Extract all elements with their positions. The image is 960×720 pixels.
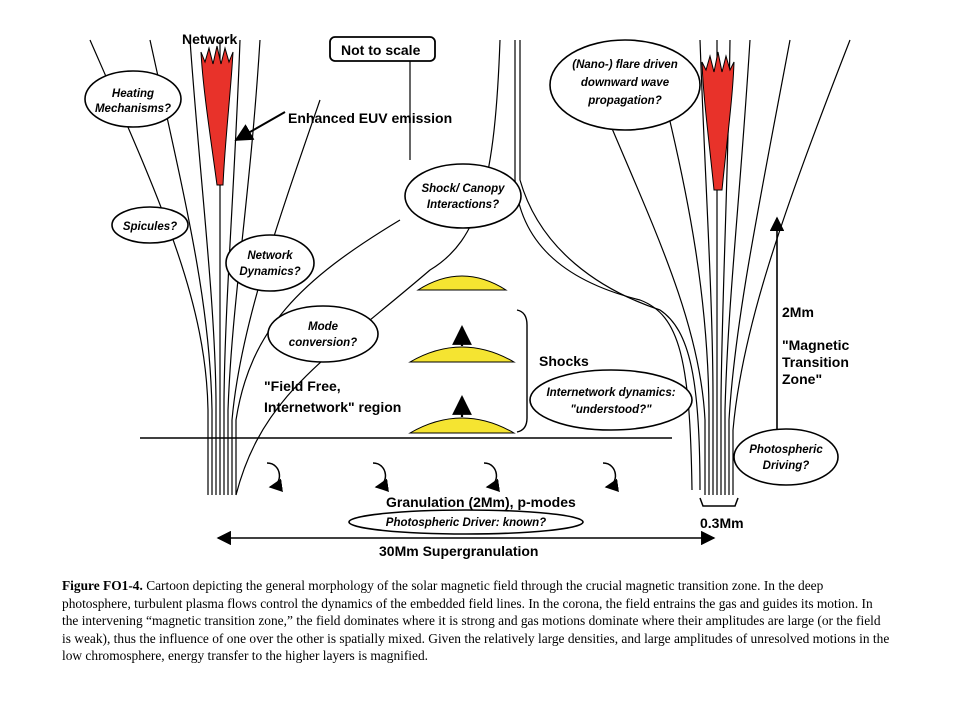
svg-text:Mechanisms?: Mechanisms?	[95, 103, 171, 115]
caption-text: Cartoon depicting the general morphology…	[62, 578, 890, 664]
scale-bracket	[699, 497, 739, 507]
granulation-label: Granulation (2Mm), p-modes	[386, 494, 576, 510]
euv-pointer-arrow	[234, 111, 286, 141]
svg-text:conversion?: conversion?	[289, 337, 357, 349]
circulation-arrow-icon	[372, 462, 389, 492]
circulation-arrow-icon	[602, 462, 619, 492]
enhanced-euv-label: Enhanced EUV emission	[288, 110, 452, 126]
shock-fronts	[408, 275, 516, 434]
shock-front-bottom	[408, 417, 516, 434]
svg-text:Photospheric Driver: known?: Photospheric Driver: known?	[386, 517, 546, 529]
circulation-arrows	[266, 462, 619, 492]
circulation-arrow-icon	[266, 462, 283, 492]
svg-text:(Nano-) flare driven: (Nano-) flare driven	[572, 59, 677, 71]
svg-text:Dynamics?: Dynamics?	[239, 266, 300, 278]
svg-text:Photospheric: Photospheric	[749, 444, 823, 456]
oval-mode-conversion: Mode conversion?	[267, 305, 379, 363]
oval-photospheric-driver: Photospheric Driver: known?	[348, 509, 584, 535]
mtz-label-line3: Zone"	[782, 371, 822, 387]
oval-shock-canopy: Shock/ Canopy Interactions?	[404, 163, 522, 229]
svg-text:Driving?: Driving?	[763, 460, 810, 472]
caption-figure-label: Figure FO1-4.	[62, 578, 143, 593]
svg-text:propagation?: propagation?	[587, 95, 661, 107]
svg-text:"understood?": "understood?"	[570, 404, 652, 416]
svg-text:Interactions?: Interactions?	[427, 199, 499, 211]
left-red-flux-tube	[200, 45, 234, 186]
shock-front-middle	[408, 346, 516, 363]
supergranulation-label: 30Mm Supergranulation	[379, 543, 538, 559]
circulation-arrow-icon	[483, 462, 500, 492]
shocks-bracket	[516, 309, 528, 433]
not-to-scale-label: Not to scale	[341, 42, 421, 58]
field-free-label-line2: Internetwork" region	[264, 399, 401, 415]
right-network-field-lines	[599, 39, 851, 495]
magnetic-field-diagram: Network Not to scale Enhanced EUV emissi…	[84, 31, 851, 559]
oval-heating-mechanisms: Heating Mechanisms?	[84, 70, 182, 128]
mtz-label-line2: Transition	[782, 354, 849, 370]
not-to-scale-box	[329, 36, 436, 62]
svg-text:downward wave: downward wave	[581, 77, 670, 89]
network-label: Network	[182, 31, 237, 47]
oval-network-dynamics: Network Dynamics?	[225, 234, 315, 292]
svg-text:Mode: Mode	[308, 321, 339, 333]
oval-nanoflare: (Nano-) flare driven downward wave propa…	[549, 39, 701, 131]
scale-03mm-label: 0.3Mm	[700, 515, 744, 531]
svg-text:Spicules?: Spicules?	[123, 221, 177, 233]
svg-text:Shock/ Canopy: Shock/ Canopy	[421, 183, 505, 195]
shock-front-top	[416, 275, 508, 291]
svg-text:Heating: Heating	[112, 88, 154, 100]
scale-2mm-label: 2Mm	[782, 304, 814, 320]
oval-internetwork-dynamics: Internetwork dynamics: "understood?"	[529, 369, 693, 431]
svg-text:Internetwork dynamics:: Internetwork dynamics:	[546, 387, 675, 399]
oval-spicules: Spicules?	[111, 206, 189, 244]
mtz-label-line1: "Magnetic	[782, 337, 850, 353]
figure-caption: Figure FO1-4. Cartoon depicting the gene…	[62, 577, 892, 665]
oval-photospheric-driving: Photospheric Driving?	[733, 428, 839, 486]
shocks-label: Shocks	[539, 353, 589, 369]
right-red-flux-tube	[701, 51, 735, 191]
svg-text:Network: Network	[247, 250, 293, 262]
field-free-label-line1: "Field Free,	[264, 378, 341, 394]
